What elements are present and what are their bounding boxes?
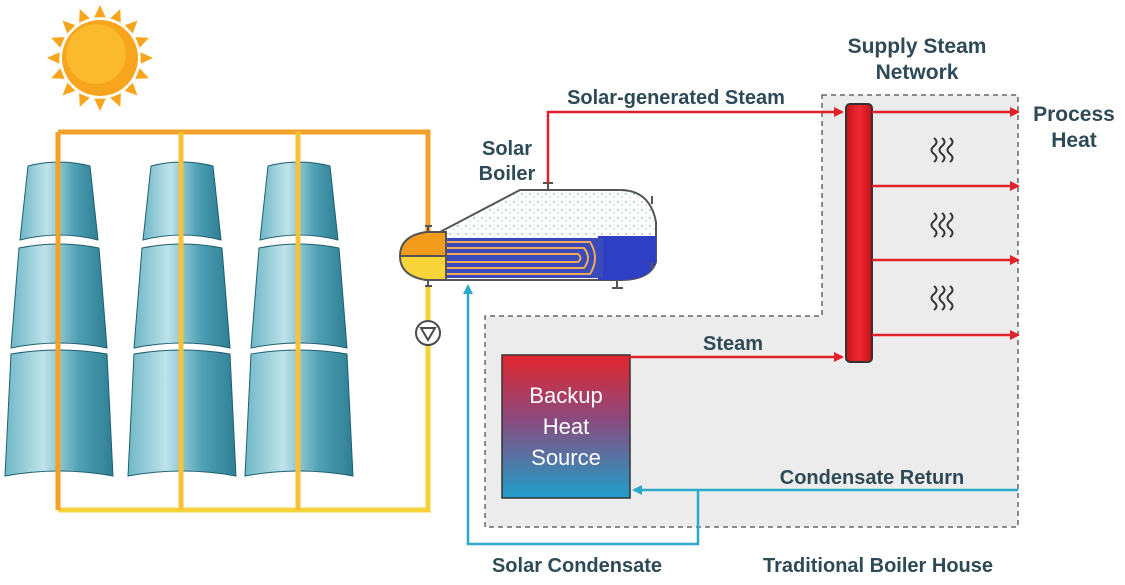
backup-label-3: Source [531,445,601,470]
heat-wave-icon [930,137,954,163]
heat-wave-icon [930,285,954,311]
solar-condensate-label: Solar Condensate [492,555,662,577]
condensate-return-label: Condensate Return [780,467,964,489]
supply-network-label-2: Network [876,61,959,84]
pump-icon [415,320,441,346]
solar-boiler-label-2: Boiler [479,163,536,185]
sun-icon [47,5,153,111]
process-heat-label-2: Heat [1051,129,1097,152]
backup-label-1: Backup [529,383,602,408]
parabolic-mirrors [4,132,354,510]
backup-label-2: Heat [543,414,589,439]
process-heat-outputs [872,107,1020,340]
backup-heat-source [501,354,631,499]
collector-loop [55,129,431,513]
process-heat-label-1: Process [1033,103,1115,126]
steam-label: Steam [703,333,763,355]
supply-network-label-1: Supply Steam [848,35,987,58]
traditional-boiler-house-label: Traditional Boiler House [763,555,993,577]
heat-wave-icon [930,212,954,238]
supply-steam-header [845,103,873,363]
solar-boiler-label-1: Solar [482,138,532,160]
solar-condensate-pipe [463,284,700,546]
solar-generated-steam-label: Solar-generated Steam [567,87,785,109]
solar-steam-pipe [546,107,844,183]
solar-boiler [398,182,657,289]
